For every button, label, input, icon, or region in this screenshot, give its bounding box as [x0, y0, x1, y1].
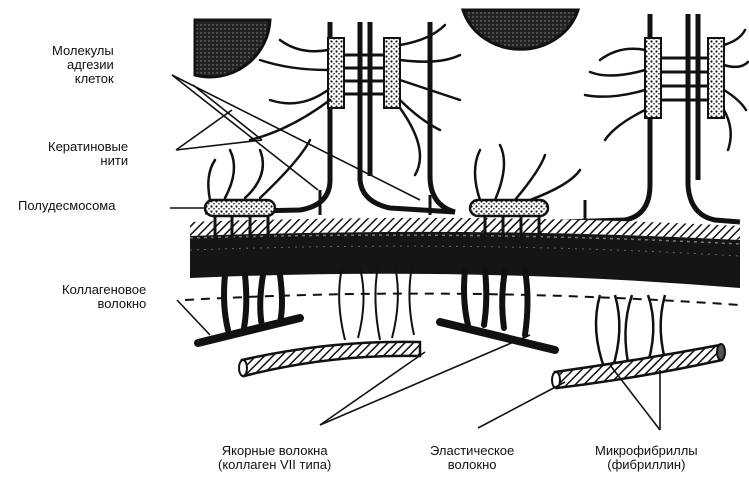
label-line: Микрофибриллы [595, 444, 698, 458]
desmosome-left [328, 38, 400, 108]
label-line: Эластическое [430, 444, 514, 458]
anchoring-fibers-middle [440, 270, 555, 350]
elastic-fiber-bundle [552, 344, 725, 388]
nucleus-middle [463, 10, 578, 49]
label-line: клеток [52, 72, 114, 86]
label-line: (коллаген VII типа) [218, 458, 331, 472]
label-keratin-filaments: Кератиновые нити [48, 140, 128, 168]
label-line: Якорные волокна [218, 444, 331, 458]
label-line: волокно [62, 297, 146, 311]
label-line: Молекулы [52, 44, 114, 58]
label-cell-adhesion-molecules: Молекулы адгезии клеток [52, 44, 114, 86]
label-line: адгезии [52, 58, 114, 72]
nucleus-left [195, 20, 270, 77]
label-anchoring-fibers: Якорные волокна (коллаген VII типа) [218, 444, 331, 472]
label-microfibrils: Микрофибриллы (фибриллин) [595, 444, 698, 472]
label-line: волокно [430, 458, 514, 472]
label-elastic-fiber: Эластическое волокно [430, 444, 514, 472]
label-collagen-fiber: Коллагеновое волокно [62, 283, 146, 311]
desmosome-right [645, 38, 724, 118]
collagen-fiber-bundle [239, 342, 420, 376]
anchoring-fibers-left [198, 275, 300, 343]
label-line: нити [48, 154, 128, 168]
keratin-filaments [208, 25, 748, 200]
label-line: (фибриллин) [595, 458, 698, 472]
label-hemidesmosome: Полудесмосома [18, 199, 115, 213]
label-line: Полудесмосома [18, 199, 115, 213]
label-line: Кератиновые [48, 140, 128, 154]
thin-fibrils [339, 266, 414, 340]
label-line: Коллагеновое [62, 283, 146, 297]
